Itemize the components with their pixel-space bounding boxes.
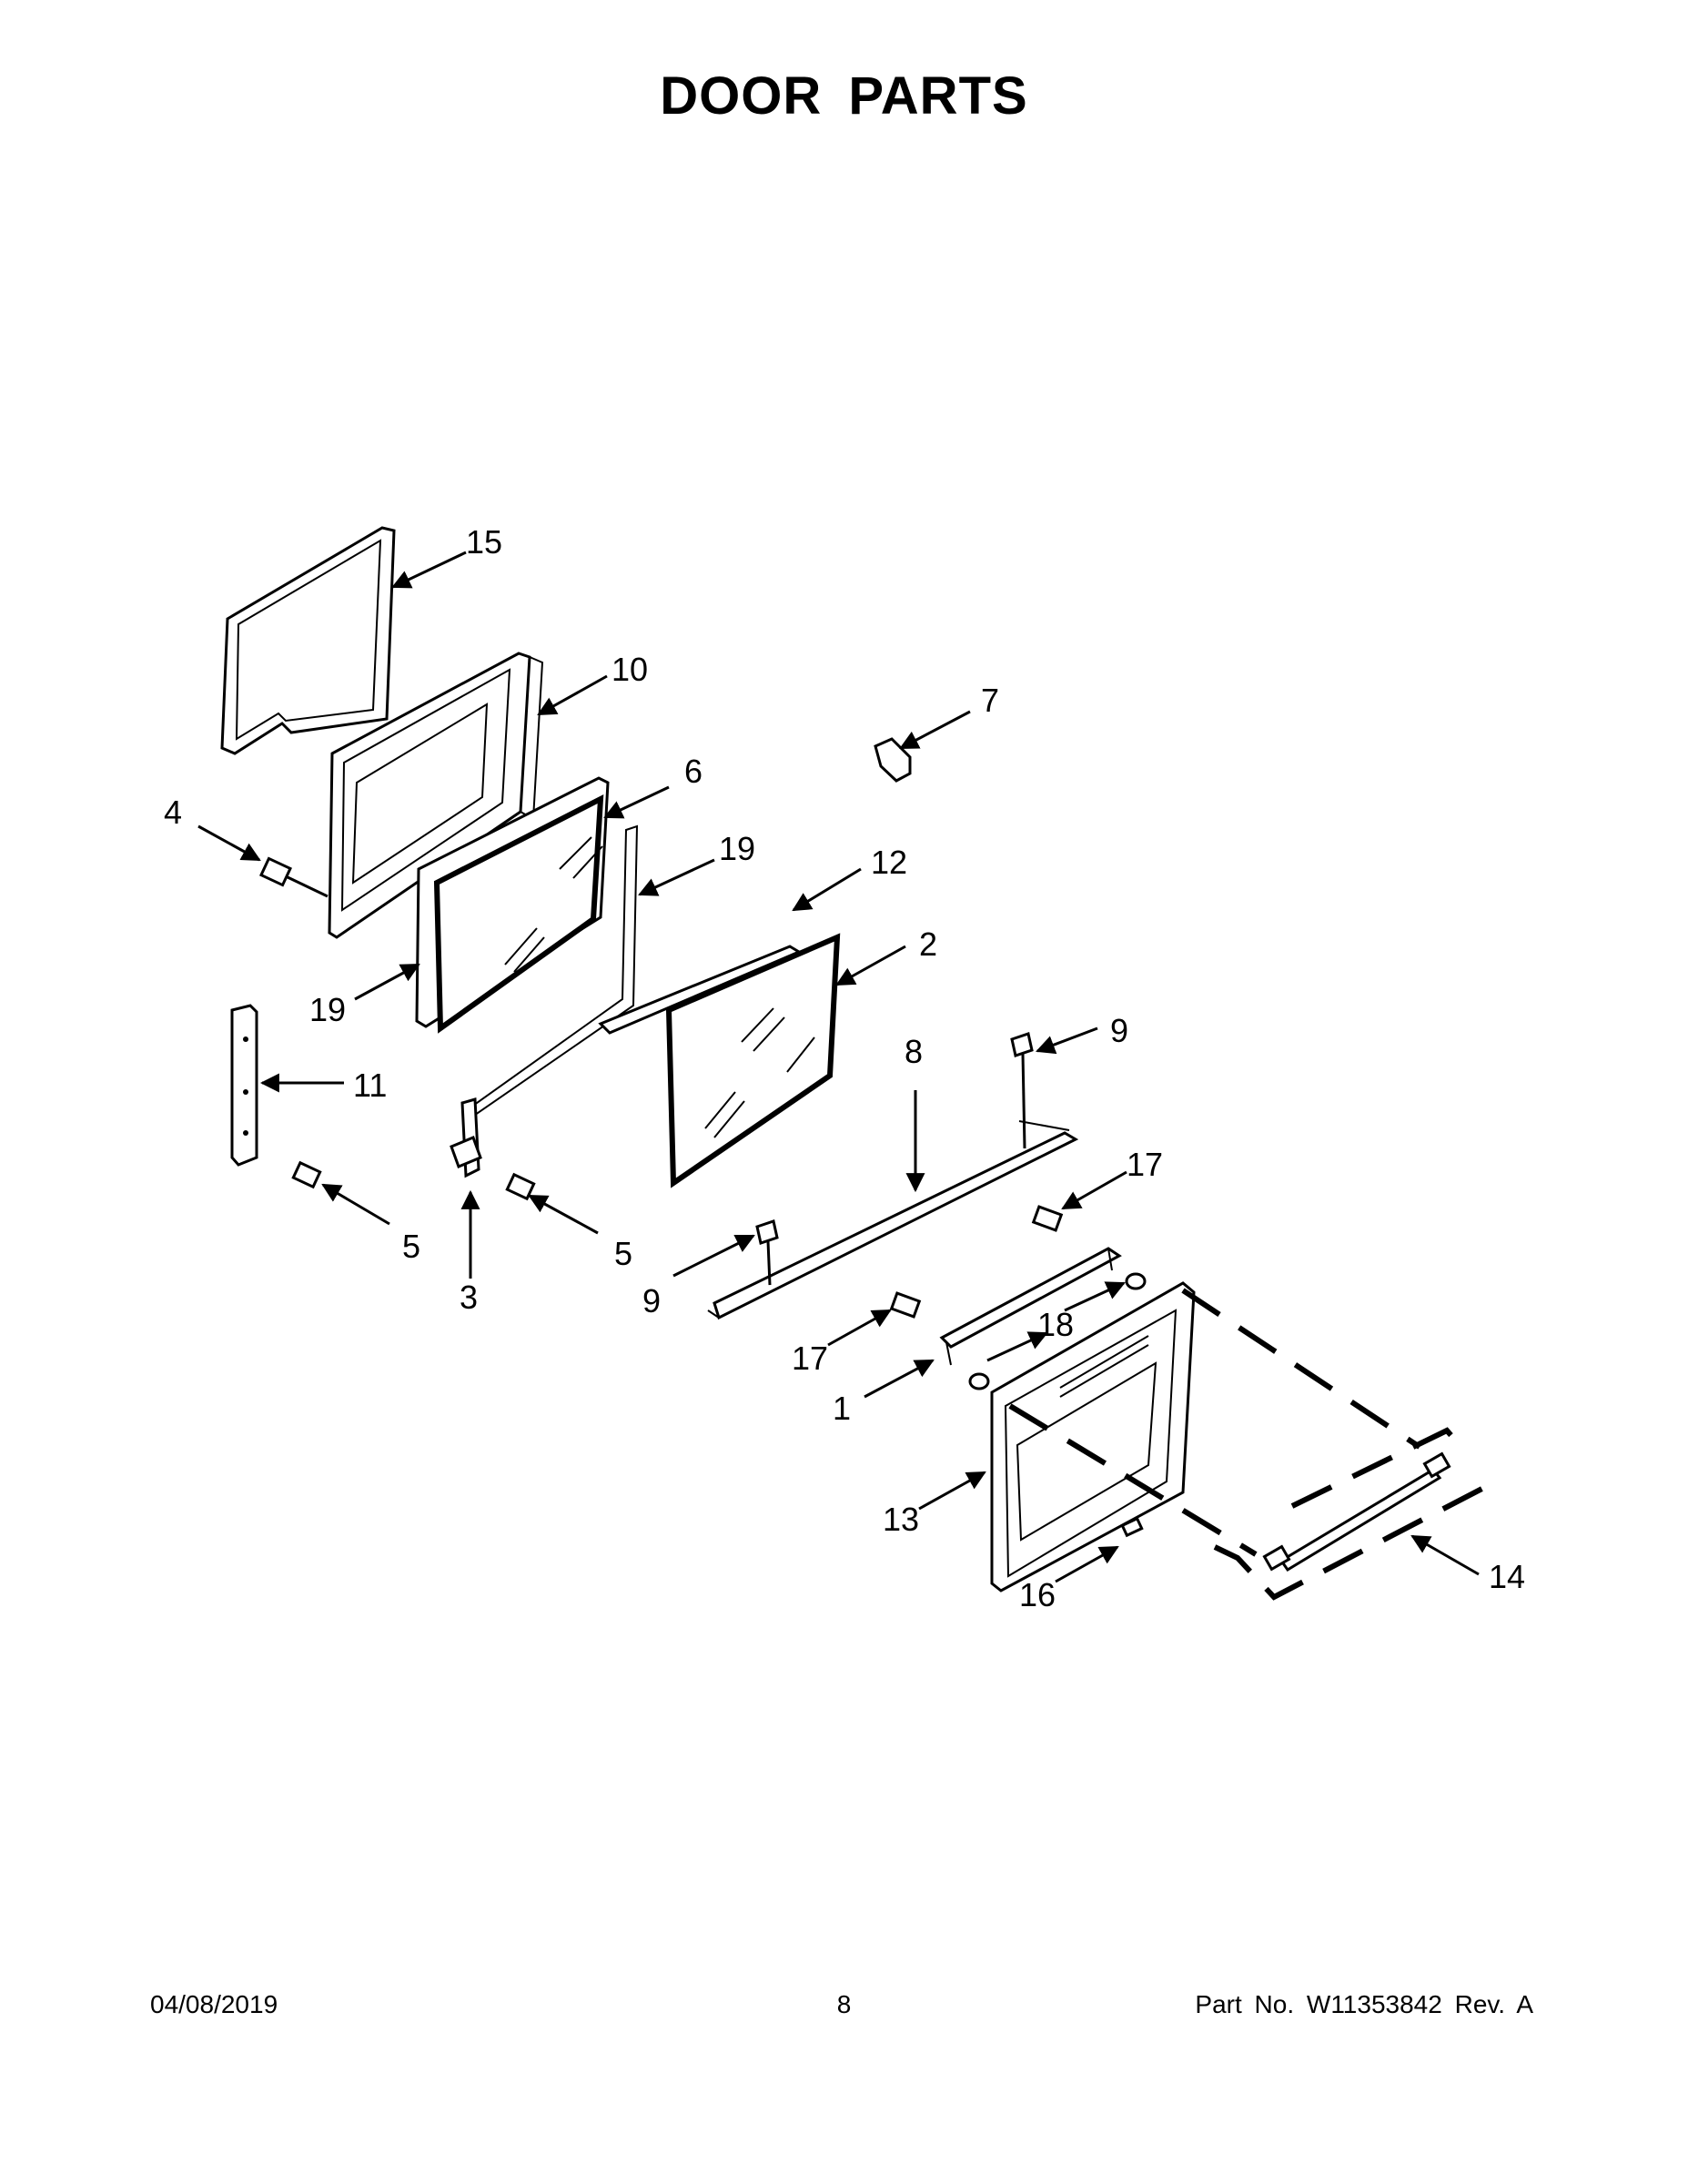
footer-part-number: Part No. W11353842 Rev. A	[1195, 1990, 1533, 2018]
part-14-handle	[1262, 1451, 1451, 1572]
part-5-screw-left	[291, 1160, 322, 1189]
callout-10: 10	[612, 651, 648, 688]
part-11-hinge-bracket	[230, 1004, 258, 1167]
callout-13: 13	[883, 1501, 919, 1538]
callout-14: 14	[1489, 1558, 1525, 1595]
part-2-outer-glass	[665, 933, 841, 1188]
callout-5-left: 5	[402, 1228, 420, 1265]
callout-17-lower: 17	[792, 1340, 828, 1377]
callout-6: 6	[684, 753, 702, 790]
callout-19-upper: 19	[719, 830, 755, 867]
callout-18: 18	[1037, 1306, 1074, 1343]
callout-5-right: 5	[614, 1235, 632, 1272]
callout-labels: 15 10 7 4 6 19 12 2 19 11 9 8 17 5 5 3 9…	[164, 523, 1525, 1613]
callout-16: 16	[1019, 1576, 1056, 1613]
part-3-hinge	[450, 1097, 482, 1178]
callout-2: 2	[919, 925, 937, 963]
callout-3: 3	[460, 1279, 478, 1316]
callout-9-lower: 9	[642, 1282, 661, 1320]
part-16-clip	[1120, 1516, 1144, 1538]
part-8-channel	[707, 1120, 1079, 1320]
assembly-dash-lines	[1008, 1288, 1494, 1601]
callout-4: 4	[164, 794, 182, 831]
part-17-screw-upper	[1031, 1205, 1064, 1232]
part-13-outer-door	[990, 1281, 1196, 1592]
leader-arrows	[197, 551, 1480, 1583]
part-5-screw-right	[505, 1172, 536, 1201]
part-1-bracket	[939, 1247, 1122, 1366]
footer-page-number: 8	[836, 1990, 852, 2018]
part-4-screw	[258, 856, 329, 898]
part-15-door-gasket	[220, 526, 396, 755]
callout-12: 12	[871, 844, 907, 881]
page-title: DOOR PARTS	[660, 66, 1028, 126]
part-18-spacer-lower	[968, 1372, 990, 1390]
part-6-glass-pack	[415, 776, 610, 1034]
callout-8: 8	[905, 1033, 923, 1070]
part-7-clip	[874, 737, 912, 783]
part-9-screw-bottom	[755, 1219, 779, 1286]
part-18-spacer-upper	[1125, 1272, 1147, 1290]
callout-17-upper: 17	[1127, 1146, 1163, 1183]
part-10-inner-door-frame	[328, 652, 544, 939]
part-17-screw-lower	[889, 1291, 922, 1319]
callout-7: 7	[981, 682, 999, 719]
footer-date: 04/08/2019	[150, 1990, 278, 2018]
callout-1: 1	[833, 1390, 851, 1427]
part-9-screw-top	[1010, 1032, 1034, 1149]
callout-11: 11	[353, 1067, 387, 1104]
callout-15: 15	[466, 523, 502, 561]
callout-9-upper: 9	[1110, 1012, 1128, 1049]
callout-19-lower: 19	[309, 991, 346, 1028]
